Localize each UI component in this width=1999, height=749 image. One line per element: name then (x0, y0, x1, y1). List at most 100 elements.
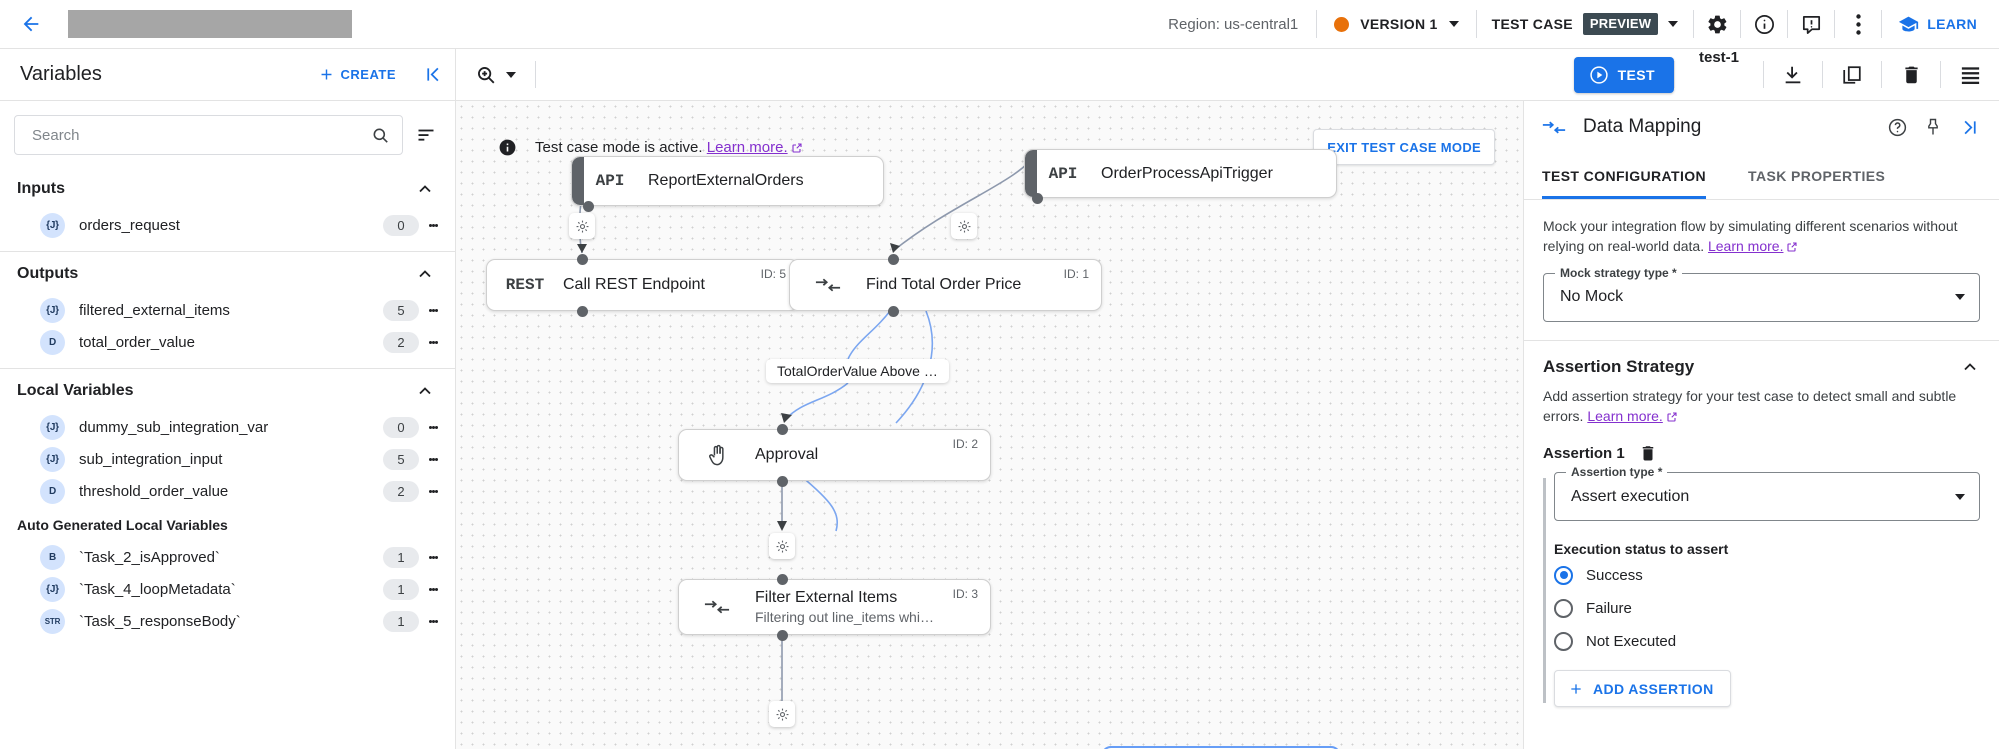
radio-option-failure[interactable]: Failure (1554, 593, 1980, 623)
section-title: Assertion Strategy (1543, 356, 1695, 376)
list-item[interactable]: {J} filtered_external_items 5 (0, 294, 455, 326)
help-icon[interactable] (1879, 107, 1915, 147)
mock-strategy-type-select[interactable]: Mock strategy type * No Mock (1543, 265, 1980, 322)
collapse-right-icon[interactable] (1951, 107, 1987, 147)
field-label: Mock strategy type * (1555, 265, 1682, 280)
more-vert-icon[interactable] (419, 554, 447, 560)
assertion-strategy-header[interactable]: Assertion Strategy (1524, 341, 1999, 377)
tab-test-configuration[interactable]: TEST CONFIGURATION (1542, 153, 1726, 199)
more-vert-icon[interactable] (419, 307, 447, 313)
zoom-control[interactable] (456, 49, 535, 100)
exit-test-case-mode-button[interactable]: EXIT TEST CASE MODE (1313, 129, 1495, 165)
node-port[interactable] (777, 630, 788, 641)
test-case-selector[interactable]: TEST CASE PREVIEW (1477, 13, 1694, 35)
section-title: Outputs (17, 265, 79, 282)
node-port[interactable] (777, 476, 788, 487)
list-item[interactable]: {J} `Task_4_loopMetadata` 1 (0, 573, 455, 605)
edge-settings-icon[interactable] (769, 533, 795, 559)
list-item[interactable]: {J} sub_integration_input 5 (0, 443, 455, 475)
learn-more-link[interactable]: Learn more. (706, 138, 788, 156)
node-port[interactable] (777, 574, 788, 585)
variable-count-badge: 1 (383, 610, 419, 632)
learn-more-link[interactable]: Learn more. (1587, 407, 1663, 424)
more-vert-icon[interactable] (419, 222, 447, 228)
radio-option-success[interactable]: Success (1554, 560, 1980, 590)
play-icon (1589, 66, 1608, 84)
zoom-in-icon (478, 66, 495, 83)
list-item[interactable]: {J} dummy_sub_integration_var 0 (0, 411, 455, 443)
assertion-type-select[interactable]: Assertion type * Assert execution (1554, 465, 1980, 522)
radio-option-not-executed[interactable]: Not Executed (1554, 626, 1980, 656)
info-icon[interactable] (1741, 0, 1787, 49)
list-item[interactable]: {J} orders_request 0 (0, 209, 455, 241)
section-auto-generated-local-variables: Auto Generated Local Variables B `Task_2… (0, 507, 455, 637)
learn-more-link[interactable]: Learn more. (1707, 238, 1784, 255)
section-title: Inputs (17, 180, 65, 197)
list-item[interactable]: D total_order_value 2 (0, 326, 455, 358)
node-id-badge: ID: 2 (952, 437, 978, 451)
more-vert-icon[interactable] (419, 586, 447, 592)
node-port[interactable] (577, 306, 588, 317)
list-item[interactable]: B `Task_2_isApproved` 1 (0, 541, 455, 573)
node-port[interactable] (1032, 193, 1043, 204)
create-variable-button[interactable]: CREATE (304, 66, 410, 83)
panel-title: Data Mapping (1583, 116, 1702, 137)
sort-icon[interactable] (411, 125, 441, 145)
variable-count-badge: 1 (383, 578, 419, 600)
node-port[interactable] (888, 306, 899, 317)
download-icon[interactable] (1764, 49, 1822, 100)
delete-icon[interactable] (1882, 49, 1940, 100)
more-vert-icon[interactable] (419, 339, 447, 345)
node-port[interactable] (577, 254, 588, 265)
add-assertion-label: ADD ASSERTION (1593, 680, 1714, 697)
more-vert-icon[interactable] (419, 488, 447, 494)
chevron-down-icon (1955, 294, 1965, 301)
node-type-icon: API (1048, 164, 1078, 183)
tab-task-properties[interactable]: TASK PROPERTIES (1748, 168, 1886, 184)
pin-icon[interactable] (1915, 107, 1951, 147)
delete-icon[interactable] (1639, 444, 1657, 462)
node-approval[interactable]: Approval ID: 2 (678, 429, 991, 481)
search-input[interactable] (30, 125, 371, 145)
external-link-icon (791, 142, 803, 154)
edge-settings-icon[interactable] (569, 213, 595, 239)
node-filter-external-items[interactable]: Filter External Items Filtering out line… (678, 579, 991, 635)
section-header-local-variables[interactable]: Local Variables (0, 369, 455, 411)
list-icon[interactable] (1941, 49, 1999, 100)
node-order-process-api-trigger[interactable]: API OrderProcessApiTrigger (1024, 149, 1337, 198)
node-port[interactable] (583, 201, 594, 212)
node-port[interactable] (888, 254, 899, 265)
radio-indicator (1554, 598, 1573, 618)
learn-button[interactable]: LEARN (1882, 14, 1999, 35)
more-vert-icon[interactable] (1835, 0, 1881, 49)
integration-canvas[interactable]: Test case mode is active. Learn more. EX… (456, 101, 1523, 749)
add-assertion-button[interactable]: ADD ASSERTION (1554, 670, 1731, 708)
test-case-label: TEST CASE (1491, 16, 1573, 32)
banner-message: Test case mode is active. (535, 138, 703, 156)
more-vert-icon[interactable] (419, 618, 447, 624)
panel-header: Data Mapping (1524, 101, 1999, 153)
section-header-inputs[interactable]: Inputs (0, 167, 455, 209)
edge-condition-label[interactable]: TotalOrderValue Above … (766, 359, 949, 383)
more-vert-icon[interactable] (419, 424, 447, 430)
test-button[interactable]: TEST (1573, 57, 1674, 93)
node-report-external-orders[interactable]: API ReportExternalOrders (571, 156, 884, 206)
edge-settings-icon[interactable] (951, 213, 977, 239)
collapse-left-icon[interactable] (411, 64, 455, 85)
list-item[interactable]: STR `Task_5_responseBody` 1 (0, 605, 455, 637)
variable-type-chip: STR (40, 608, 65, 634)
feedback-icon[interactable] (1788, 0, 1834, 49)
duplicate-icon[interactable] (1823, 49, 1881, 100)
list-item[interactable]: D threshold_order_value 2 (0, 475, 455, 507)
gear-icon[interactable] (1694, 0, 1740, 49)
search-box[interactable] (14, 115, 403, 155)
section-header-outputs[interactable]: Outputs (0, 252, 455, 294)
more-vert-icon[interactable] (419, 456, 447, 462)
arrow-back-icon[interactable] (14, 7, 48, 41)
assertion-body: Assertion type * Assert execution Execut… (1543, 465, 1980, 708)
node-find-total-order-price[interactable]: Find Total Order Price ID: 1 (789, 259, 1102, 311)
version-selector[interactable]: VERSION 1 (1317, 16, 1475, 32)
edge-settings-icon[interactable] (769, 701, 795, 727)
node-call-rest-endpoint[interactable]: REST Call REST Endpoint ID: 5 (486, 259, 799, 311)
node-port[interactable] (777, 424, 788, 435)
